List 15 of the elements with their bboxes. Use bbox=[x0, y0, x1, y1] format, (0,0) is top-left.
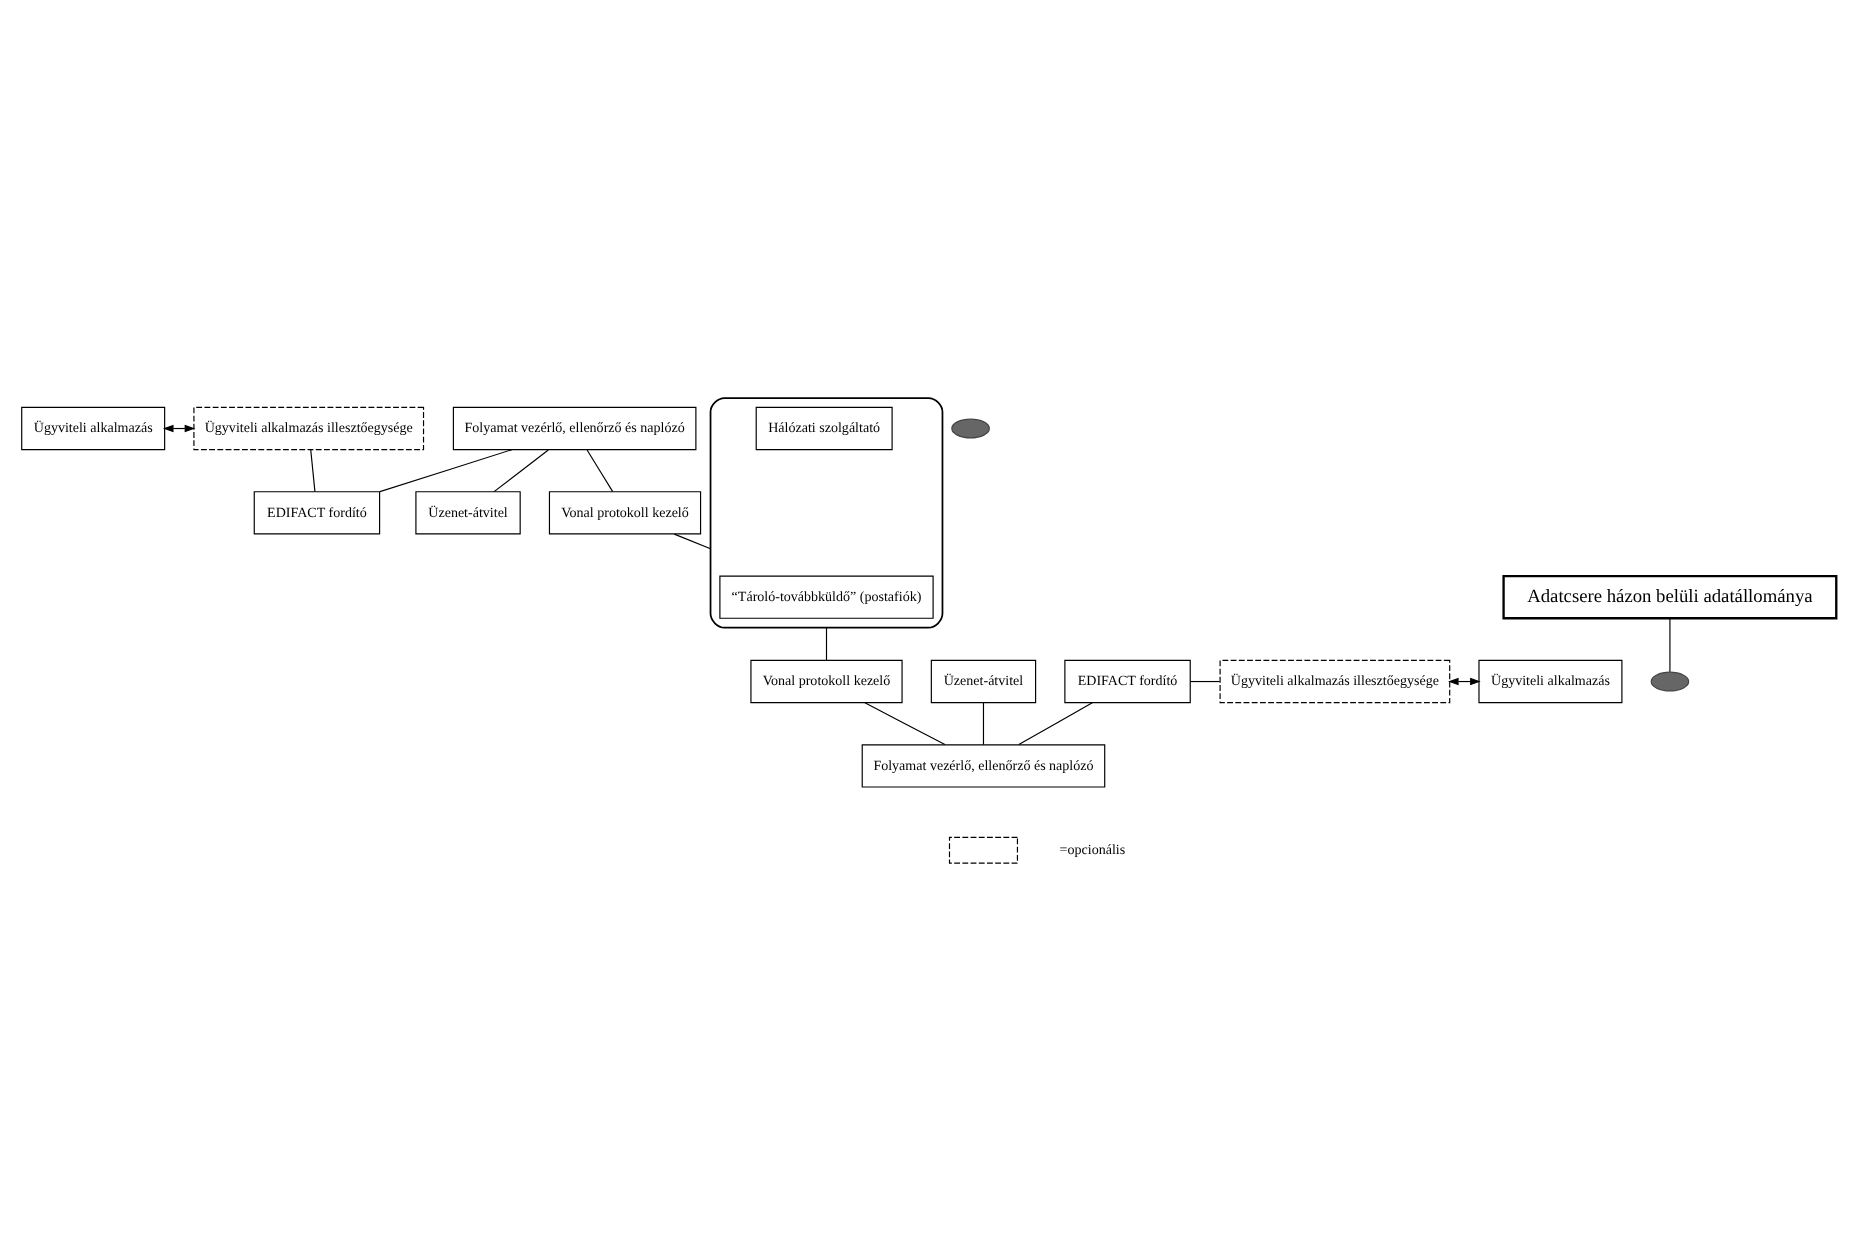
connector bbox=[864, 702, 946, 746]
connector bbox=[673, 533, 712, 550]
connector bbox=[310, 449, 316, 493]
connector bbox=[825, 627, 828, 661]
connector bbox=[493, 449, 549, 493]
connector bbox=[586, 449, 614, 493]
connector bbox=[1189, 680, 1221, 683]
connector bbox=[1018, 702, 1093, 746]
node-ellipse bbox=[951, 418, 990, 439]
connector bbox=[1669, 618, 1671, 673]
node-ellipse bbox=[1650, 671, 1690, 692]
cluster bbox=[709, 397, 944, 629]
node-box: Adatcsere házon belüli adatállománya bbox=[1502, 574, 1838, 620]
connector bbox=[982, 702, 985, 746]
connector bbox=[379, 449, 513, 493]
